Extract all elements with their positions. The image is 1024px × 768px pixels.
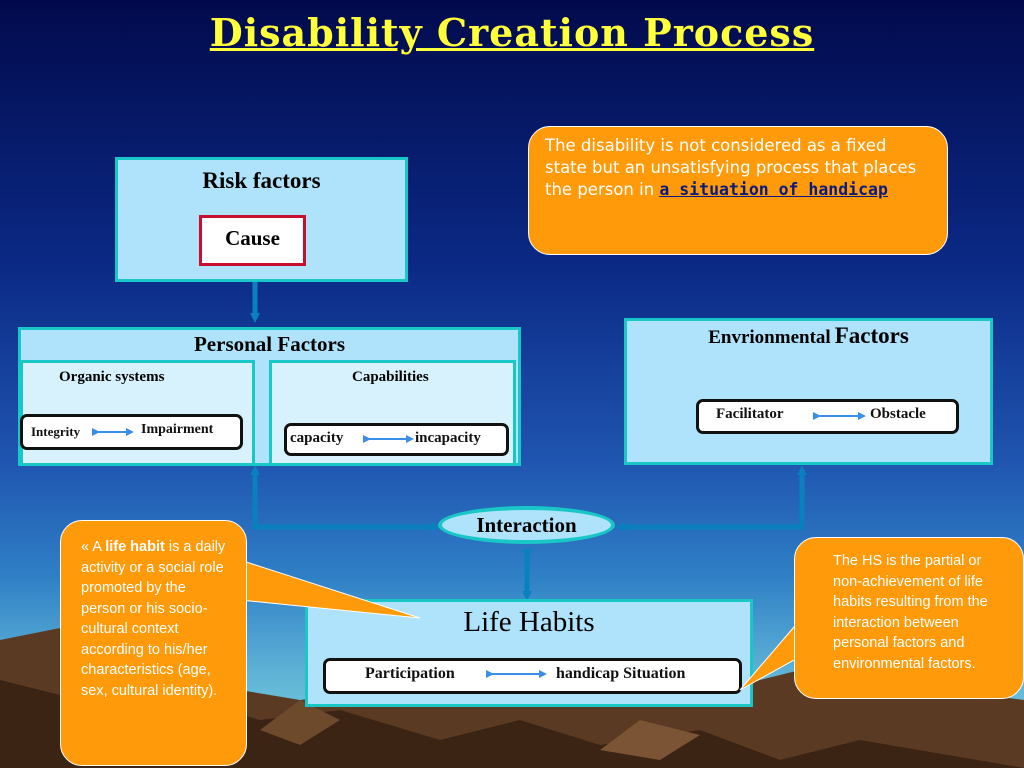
life-habits-box: Life Habits Participation handicap Situa… [305,599,753,707]
interaction-node: Interaction [438,506,615,544]
organic-systems-heading: Organic systems [59,369,165,385]
situation-of-handicap-link[interactable]: a situation of handicap [659,180,888,199]
handicap-situation-label: handicap Situation [556,665,686,682]
integrity-label: Integrity [31,424,81,439]
personal-factors-heading: Personal Factors [193,332,346,356]
environmental-factors-box: Envrionmental Factors [624,318,993,465]
risk-factors-box: Risk factors Cause [115,157,408,282]
obstacle-label: Obstacle [870,406,926,422]
top-callout: The disability is not considered as a fi… [528,126,948,255]
environmental-heading: Envrionmental Factors [627,323,990,349]
left-callout-suffix: is a daily activity or a social role pro… [81,539,226,699]
life-habit-term: life habit [105,539,165,555]
environmental-heading-part2: Factors [834,323,909,348]
left-callout-prefix: « A [81,539,102,555]
page-title: Disability Creation Process [209,10,815,55]
life-habits-heading: Life Habits [463,606,595,638]
impairment-label: Impairment [141,422,214,437]
top-callout-text: The disability is not considered as a fi… [545,136,917,199]
left-callout: « A life habit is a daily activity or a … [60,520,247,766]
right-callout: The HS is the partial or non-achievement… [794,537,1024,699]
personal-interaction-arrow [252,475,441,532]
capabilities-heading: Capabilities [352,369,429,385]
risk-factors-heading: Risk factors [202,168,321,193]
facilitator-label: Facilitator [716,406,784,422]
capacity-label: capacity [290,430,344,446]
incapacity-label: incapacity [415,430,481,446]
participation-label: Participation [365,665,455,682]
environmental-heading-part1: Envrionmental [708,327,831,348]
cause-box: Cause [199,215,306,266]
environment-interaction-arrow [615,475,805,532]
